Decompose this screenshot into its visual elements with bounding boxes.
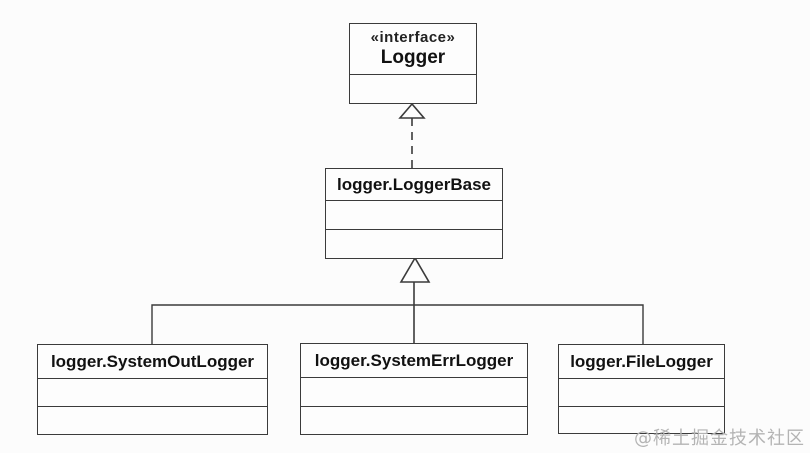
systemoutlogger-name-label: logger.SystemOutLogger [50, 351, 255, 371]
juejin-watermark: @稀土掘金技术社区 [634, 428, 805, 449]
systemoutlogger-operations-compartment [38, 406, 267, 434]
loggerbase-name-label: logger.LoggerBase [337, 174, 491, 194]
class-box-systemerrlogger: logger.SystemErrLogger [300, 343, 528, 435]
class-box-filelogger: logger.FileLogger [558, 344, 725, 434]
class-box-loggerbase: logger.LoggerBase [325, 168, 503, 259]
generalization-arrowhead-icon [399, 256, 431, 283]
filelogger-attributes-compartment [559, 378, 724, 406]
interface-members-compartment [350, 74, 476, 103]
filelogger-name-label: logger.FileLogger [570, 351, 713, 371]
systemoutlogger-attributes-compartment [38, 378, 267, 406]
loggerbase-title-compartment: logger.LoggerBase [326, 169, 502, 200]
filelogger-title-compartment: logger.FileLogger [559, 345, 724, 378]
loggerbase-operations-compartment [326, 229, 502, 258]
filelogger-operations-compartment [559, 405, 724, 434]
systemoutlogger-title-compartment: logger.SystemOutLogger [38, 345, 267, 378]
systemerrlogger-operations-compartment [301, 405, 527, 435]
class-box-logger-interface: «interface» Logger [349, 23, 477, 104]
loggerbase-attributes-compartment [326, 200, 502, 229]
systemerrlogger-title-compartment: logger.SystemErrLogger [301, 344, 527, 377]
interface-stereotype-label: «interface» [370, 28, 456, 46]
interface-title-compartment: «interface» Logger [350, 24, 476, 74]
systemerrlogger-attributes-compartment [301, 377, 527, 406]
class-box-systemoutlogger: logger.SystemOutLogger [37, 344, 268, 435]
generalization-bus-line [151, 304, 644, 346]
realization-arrowhead-icon [398, 102, 426, 119]
interface-name-label: Logger [380, 47, 446, 69]
systemerrlogger-name-label: logger.SystemErrLogger [314, 350, 514, 370]
